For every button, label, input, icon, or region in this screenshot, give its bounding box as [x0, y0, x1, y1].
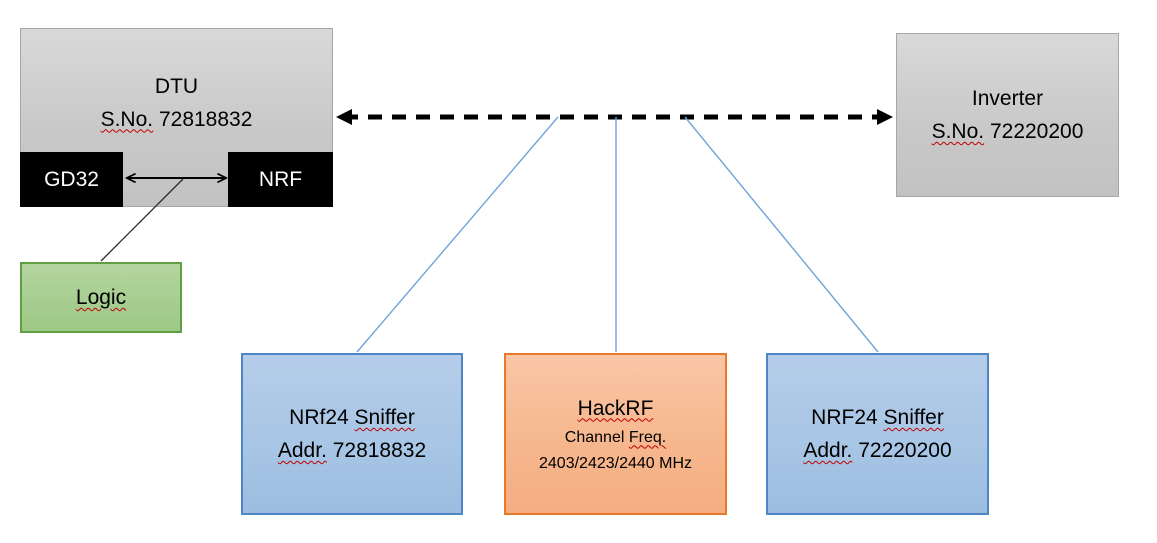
dtu-serial-label: S.No.	[100, 107, 154, 131]
nrf-chip: NRF	[228, 152, 333, 207]
hackrf-box: HackRF Channel Freq. 2403/2423/2440 MHz	[504, 353, 727, 515]
hackrf-title: HackRF	[577, 396, 654, 420]
gd32-label: GD32	[44, 167, 99, 191]
sniffer-right-connector-line	[684, 116, 879, 353]
nrf-label: NRF	[258, 167, 303, 191]
inverter-box: Inverter S.No. 72220200	[896, 33, 1119, 197]
sniffer-left-addr: Addr. 72818832	[277, 439, 427, 462]
logic-label: Logic	[75, 286, 127, 309]
dtu-title: DTU	[154, 74, 199, 98]
dtu-box: DTU S.No. 72818832 GD32 NRF	[20, 28, 333, 207]
sniffer-left-connector-line	[356, 116, 559, 353]
sniffer-right-box: NRF24 Sniffer Addr. 72220200	[766, 353, 989, 515]
inverter-serial: S.No. 72220200	[932, 115, 1084, 148]
sniffer-left-name: NRf24 Sniffer	[289, 406, 415, 429]
sniffer-right-name: NRF24 Sniffer	[811, 406, 944, 429]
sniffer-left-box: NRf24 Sniffer Addr. 72818832	[241, 353, 463, 515]
dtu-serial: S.No. 72818832	[101, 103, 253, 136]
gd32-chip: GD32	[20, 152, 123, 207]
inverter-serial-label: S.No.	[931, 120, 985, 143]
inverter-serial-value: 72220200	[984, 120, 1084, 143]
inverter-title: Inverter	[971, 87, 1044, 110]
sniffer-right-addr: Addr. 72220200	[803, 439, 952, 462]
dtu-serial-value: 72818832	[153, 107, 253, 131]
logic-box: Logic	[20, 262, 182, 333]
hackrf-channel-label: Channel Freq.	[564, 428, 667, 446]
hackrf-frequencies: 2403/2423/2440 MHz	[539, 454, 692, 472]
